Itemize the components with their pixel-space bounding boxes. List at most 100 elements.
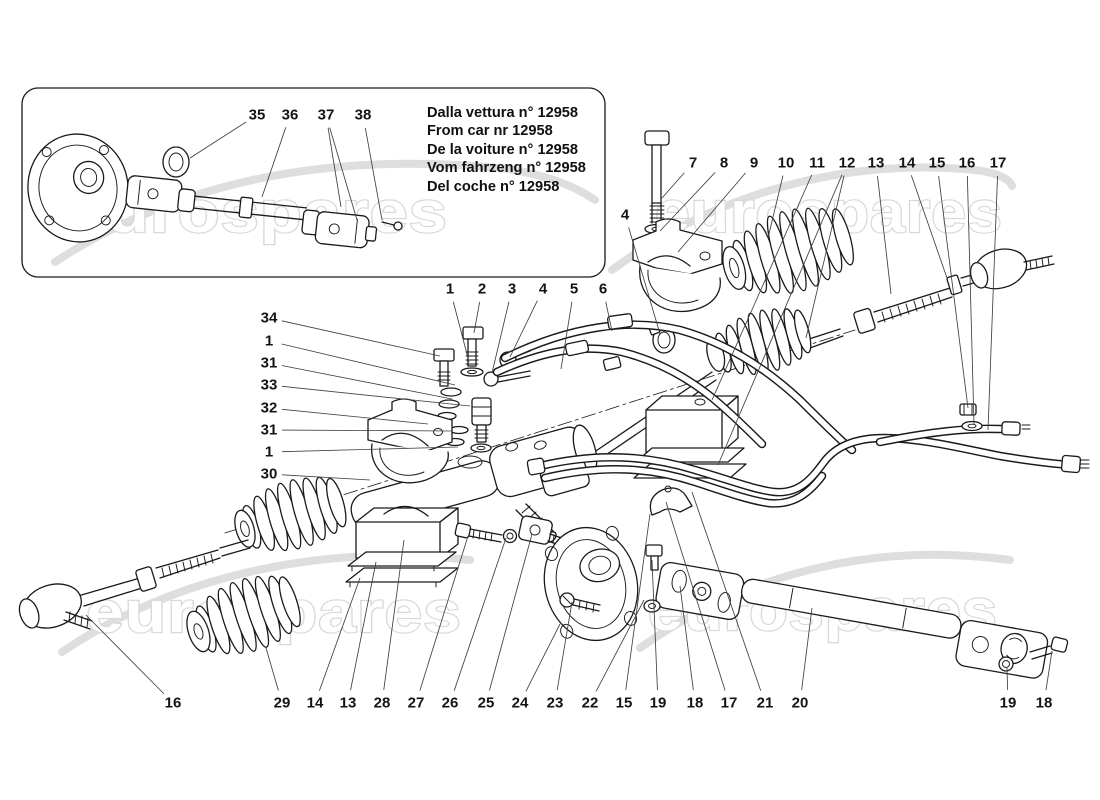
column-mount-plate	[27, 133, 129, 243]
mount-block-left	[345, 505, 459, 588]
part-number-label: 31	[260, 421, 278, 439]
leader-line	[489, 533, 533, 691]
clamp-bracket-upper	[632, 218, 723, 313]
part-number-label: 16	[958, 154, 976, 172]
leader-line	[877, 175, 892, 295]
part-number-label: 4	[620, 206, 630, 224]
inset-box	[21, 87, 606, 278]
leader-line	[281, 429, 453, 432]
hydraulic-pipes-lower	[526, 421, 1090, 508]
leader-line	[265, 647, 279, 691]
part-number-label: 18	[1035, 694, 1053, 712]
leader-line	[281, 343, 456, 386]
part-number-label: 13	[339, 694, 357, 712]
part-number-label: 1	[445, 280, 455, 298]
leader-line	[85, 614, 165, 695]
leader-line	[364, 127, 383, 221]
leader-line	[319, 577, 361, 691]
leader-line	[509, 300, 538, 358]
leader-line	[419, 535, 469, 691]
leader-line	[281, 385, 471, 407]
grommet-ring-35	[162, 146, 190, 178]
leader-line	[329, 127, 358, 221]
part-number-label: 14	[306, 694, 324, 712]
part-number-label: 19	[999, 694, 1017, 712]
leader-line	[661, 172, 685, 199]
leader-line	[1006, 667, 1009, 691]
rack-boot-left	[234, 476, 347, 552]
part-number-label: 33	[260, 376, 278, 394]
part-number-label: 18	[686, 694, 704, 712]
part-number-label: 26	[441, 694, 459, 712]
leader-line	[556, 601, 573, 691]
disc-screw	[559, 592, 601, 613]
part-number-label: 5	[569, 280, 579, 298]
leader-line	[805, 175, 845, 339]
part-number-label: 21	[756, 694, 774, 712]
leader-line	[327, 127, 342, 208]
part-number-label: 14	[898, 154, 916, 172]
part-number-label: 15	[615, 694, 633, 712]
leader-line	[910, 175, 948, 279]
part-number-label: 22	[581, 694, 599, 712]
part-number-label: 34	[260, 309, 278, 327]
part-number-label: 23	[546, 694, 564, 712]
part-number-label: 25	[477, 694, 495, 712]
part-number-label: 3	[507, 280, 517, 298]
leader-line	[1045, 650, 1053, 691]
part-number-label: 6	[598, 280, 608, 298]
leader-line	[966, 175, 975, 425]
part-number-label: 31	[260, 354, 278, 372]
part-number-label: 13	[867, 154, 885, 172]
watermarks: eurospares eurospares eurospares eurospa…	[51, 159, 1016, 656]
part-number-label: 17	[989, 154, 1007, 172]
leader-line	[628, 227, 661, 335]
hydraulic-hoses-upper	[492, 313, 857, 455]
note-box: Dalla vettura n° 12958 From car nr 12958…	[427, 104, 586, 196]
leader-line	[452, 301, 470, 363]
leader-line	[665, 501, 726, 691]
note-line-english: From car nr 12958	[427, 123, 553, 140]
leader-line	[651, 559, 658, 691]
part-number-label: 16	[164, 694, 182, 712]
leader-line	[605, 301, 613, 332]
part-number-label: 19	[649, 694, 667, 712]
part-number-label: 32	[260, 399, 278, 417]
note-line-french: De la voiture n° 12958	[427, 141, 579, 158]
part-number-label: 35	[248, 106, 266, 124]
leader-line	[801, 607, 813, 691]
leader-line	[677, 172, 746, 253]
leader-line	[679, 585, 694, 691]
leader-line	[711, 174, 813, 401]
tie-rod-left	[18, 539, 251, 630]
part-number-label: 37	[317, 106, 335, 124]
part-number-label: 38	[354, 106, 372, 124]
leader-line	[659, 172, 716, 232]
pinion-coupling	[454, 515, 571, 549]
leader-line	[189, 121, 247, 159]
part-number-label: 28	[373, 694, 391, 712]
leader-line	[281, 474, 371, 481]
column-end-pin	[381, 221, 395, 226]
tie-rod-right	[853, 248, 1055, 334]
leader-line	[987, 175, 998, 431]
part-number-label: 29	[273, 694, 291, 712]
pipe-p-clamp	[649, 485, 693, 516]
part-number-label: 15	[928, 154, 946, 172]
leader-lines	[85, 121, 1053, 695]
part-number-label: 12	[838, 154, 856, 172]
leader-line	[717, 174, 843, 466]
leader-line	[281, 320, 441, 357]
part-number-label: 11	[809, 154, 825, 172]
part-number-label: 10	[777, 154, 795, 172]
leader-line	[281, 408, 429, 425]
part-number-label: 2	[477, 280, 487, 298]
part-number-label: 4	[538, 280, 548, 298]
leader-line	[491, 301, 510, 374]
leader-line	[383, 539, 405, 691]
mount-block-right	[633, 395, 747, 479]
leader-line	[560, 301, 573, 370]
nut-and-washer	[959, 403, 983, 432]
part-number-label: 24	[511, 694, 529, 712]
